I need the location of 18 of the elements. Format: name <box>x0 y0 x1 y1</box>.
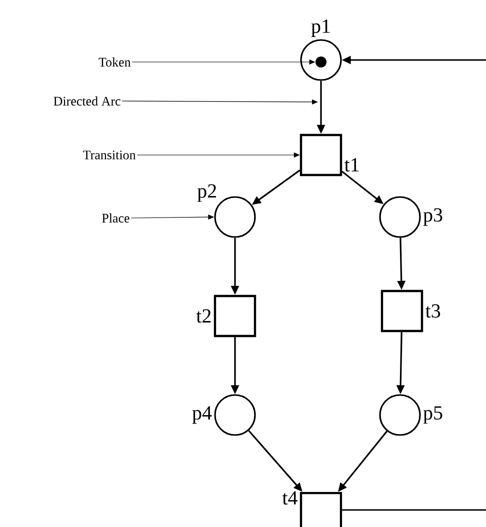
node-label: t2 <box>196 309 211 323</box>
node-label: p2 <box>197 184 216 202</box>
callout-text: Place <box>102 213 130 223</box>
node-label: t4 <box>282 491 298 505</box>
callout-text: Transition <box>83 150 136 160</box>
node-label: p1 <box>311 20 330 37</box>
callout-text: Token <box>98 57 131 67</box>
transition-box: t2 <box>196 294 256 338</box>
node-label: p5 <box>423 406 442 424</box>
transition-box: t4 <box>282 491 342 527</box>
node-label: p4 <box>192 406 212 424</box>
callout-text: Directed Arc <box>54 96 120 106</box>
transition-box: t3 <box>380 290 440 332</box>
node-label: t3 <box>425 304 440 318</box>
transition-box: t1 <box>300 134 359 176</box>
arc-line <box>342 509 486 511</box>
node-label: p3 <box>423 208 442 226</box>
node-label: t1 <box>344 158 359 172</box>
